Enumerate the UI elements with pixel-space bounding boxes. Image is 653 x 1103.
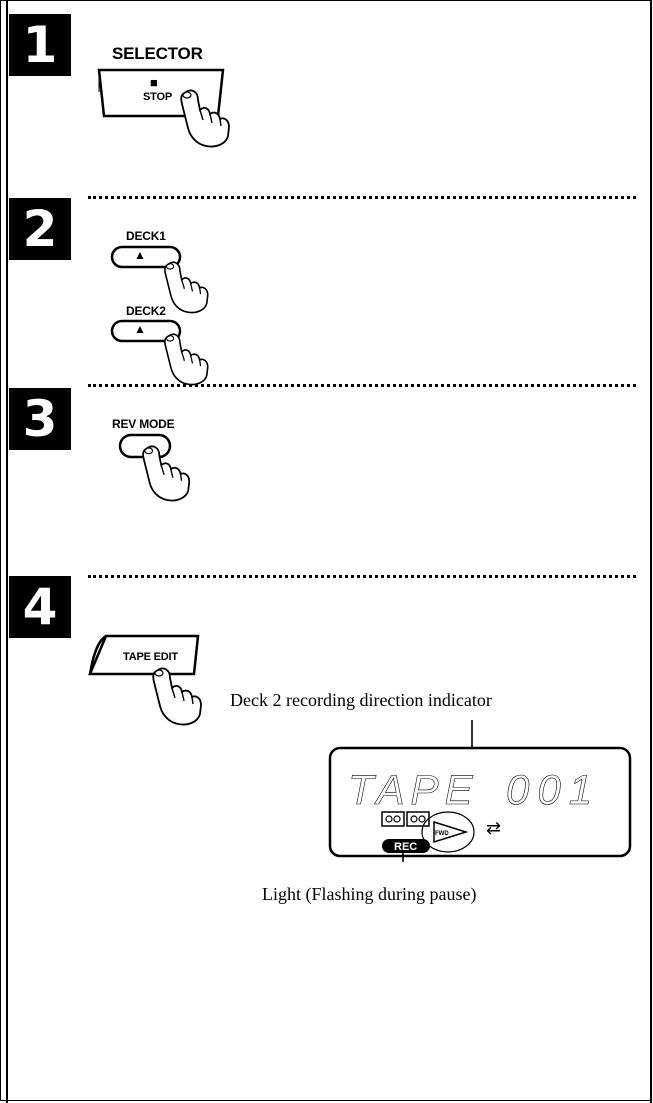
pressing-hand-icon <box>152 667 202 726</box>
pressing-hand-icon <box>180 89 230 148</box>
step-2-badge: 2 <box>9 198 71 260</box>
stop-label: STOP <box>143 91 172 103</box>
separator-1 <box>88 196 636 199</box>
rec-badge: REC <box>394 841 417 853</box>
stop-symbol: ■ <box>150 75 158 90</box>
left-border-rule <box>6 0 8 1103</box>
deck2-direction-annotation: Deck 2 recording direction indicator <box>230 690 492 710</box>
separator-3 <box>88 575 636 578</box>
pressing-hand-icon <box>142 445 191 502</box>
rec-badge-bg <box>382 839 430 853</box>
fwd-highlight-circle <box>421 811 475 853</box>
direction-icon: ⇄ <box>486 818 501 838</box>
deck2-eject-icon: ▲ <box>134 322 146 336</box>
pressing-hand-icon <box>164 333 209 386</box>
deck1-eject-button[interactable] <box>110 244 186 272</box>
selector-label: SELECTOR <box>112 44 203 63</box>
lcd-frame <box>328 746 632 858</box>
separator-2 <box>88 384 636 387</box>
deck1-eject-icon: ▲ <box>134 248 146 262</box>
step-4-badge: 4 <box>9 576 71 638</box>
step-1-badge: 1 <box>9 14 71 76</box>
rev-mode-label: REV MODE <box>112 417 175 431</box>
lcd-display-panel: TAPE 001 FWD REC ⇄ <box>328 720 632 862</box>
tape-edit-button[interactable] <box>86 632 206 680</box>
lcd-text-tape: TAPE <box>348 766 479 813</box>
tape-edit-label: TAPE EDIT <box>123 651 178 663</box>
fwd-direction-arrow <box>433 820 469 844</box>
pressing-hand-icon <box>164 261 209 314</box>
deck2-label: DECK2 <box>126 304 166 318</box>
fwd-badge: FWD <box>435 831 449 837</box>
deck2-eject-button[interactable] <box>110 318 186 346</box>
light-flashing-annotation: Light (Flashing during pause) <box>262 884 477 904</box>
cassette-icon <box>406 811 430 827</box>
lcd-text-counter: 001 <box>506 766 600 813</box>
cassette-icon <box>381 811 405 827</box>
deck1-label: DECK1 <box>126 229 166 243</box>
step-3-badge: 3 <box>9 388 71 450</box>
right-border-rule <box>650 0 652 1103</box>
